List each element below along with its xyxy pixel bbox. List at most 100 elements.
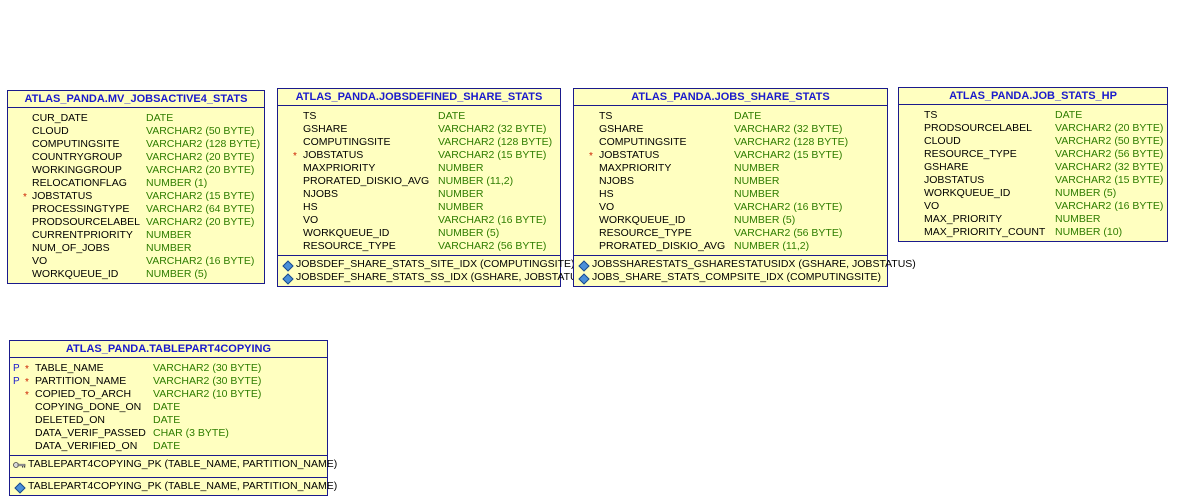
column-type: DATE xyxy=(734,110,762,122)
primary-key-icon xyxy=(13,462,26,468)
column-type: VARCHAR2 (50 BYTE) xyxy=(146,125,255,137)
column-name: WORKINGGROUP xyxy=(32,164,122,176)
column-type: NUMBER (1) xyxy=(146,177,208,189)
column-type: NUMBER xyxy=(734,162,780,174)
column-name: HS xyxy=(599,188,614,200)
column-row[interactable]: PRORATED_DISKIO_AVG NUMBER (11,2) xyxy=(278,175,560,188)
index-row[interactable]: JOBSSHARESTATS_GSHARESTATUSIDX (GSHARE, … xyxy=(574,258,916,272)
index-row[interactable]: JOBS_SHARE_STATS_COMPSITE_IDX (COMPUTING… xyxy=(574,271,887,285)
index-label: TABLEPART4COPYING_PK (TABLE_NAME, PARTIT… xyxy=(28,480,338,492)
column-row[interactable]: HS NUMBER xyxy=(574,188,887,201)
column-type: VARCHAR2 (10 BYTE) xyxy=(153,388,262,400)
not-null-marker: * xyxy=(23,192,27,203)
column-name: VO xyxy=(924,200,940,212)
column-type: VARCHAR2 (16 BYTE) xyxy=(1055,200,1164,212)
column-name: WORKQUEUE_ID xyxy=(32,268,119,280)
column-name: PRORATED_DISKIO_AVG xyxy=(303,175,430,187)
index-row[interactable]: JOBSDEF_SHARE_STATS_SITE_IDX (COMPUTINGS… xyxy=(278,258,575,272)
column-name: CUR_DATE xyxy=(32,112,88,124)
column-type: NUMBER xyxy=(146,229,192,241)
column-row[interactable]: VO VARCHAR2 (16 BYTE) xyxy=(899,200,1167,213)
column-type: DATE xyxy=(153,440,181,452)
column-name: PRORATED_DISKIO_AVG xyxy=(599,240,726,252)
primary-key-marker: P xyxy=(13,363,20,374)
index-label: JOBSDEF_SHARE_STATS_SS_IDX (GSHARE, JOBS… xyxy=(296,271,589,283)
column-name: MAX_PRIORITY_COUNT xyxy=(924,226,1046,238)
index-row[interactable]: JOBSDEF_SHARE_STATS_SS_IDX (GSHARE, JOBS… xyxy=(278,271,588,285)
primary-key-row[interactable]: TABLEPART4COPYING_PK (TABLE_NAME, PARTIT… xyxy=(10,458,337,471)
column-type: VARCHAR2 (128 BYTE) xyxy=(146,138,261,150)
column-name: PRODSOURCELABEL xyxy=(32,216,140,228)
column-type: VARCHAR2 (56 BYTE) xyxy=(438,240,547,252)
column-row[interactable]: RESOURCE_TYPE VARCHAR2 (56 BYTE) xyxy=(278,240,560,253)
column-name: RESOURCE_TYPE xyxy=(303,240,396,252)
column-name: JOBSTATUS xyxy=(32,190,93,202)
index-label: JOBSSHARESTATS_GSHARESTATUSIDX (GSHARE, … xyxy=(592,258,916,270)
column-type: NUMBER xyxy=(438,162,484,174)
column-name: COPYING_DONE_ON xyxy=(35,401,142,413)
index-diamond-icon xyxy=(14,482,26,494)
column-name: GSHARE xyxy=(599,123,644,135)
column-name: TS xyxy=(924,109,938,121)
column-type: NUMBER (11,2) xyxy=(438,175,514,187)
column-name: HS xyxy=(303,201,318,213)
column-name: PRODSOURCELABEL xyxy=(924,122,1032,134)
index-row[interactable]: TABLEPART4COPYING_PK (TABLE_NAME, PARTIT… xyxy=(10,480,337,494)
column-type: NUMBER xyxy=(734,188,780,200)
